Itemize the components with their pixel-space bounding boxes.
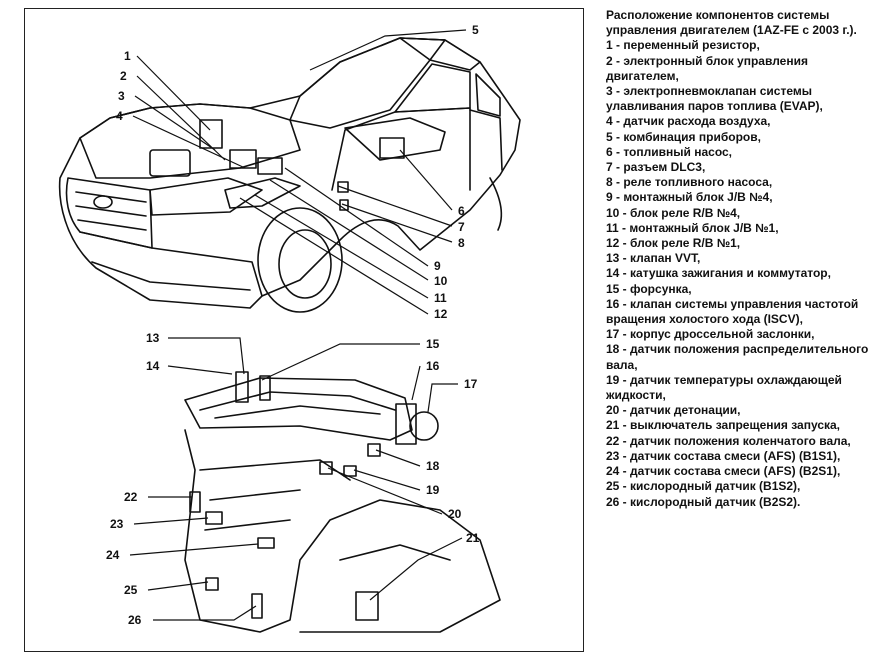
callout-12: 12 bbox=[434, 307, 448, 321]
legend-item-7: 7 - разъем DLC3, bbox=[606, 160, 706, 175]
diagram-frame bbox=[24, 8, 584, 652]
legend-item-1: 1 - переменный резистор, bbox=[606, 38, 760, 53]
legend-item-21: 21 - выключатель запрещения запуска, bbox=[606, 418, 841, 433]
legend-item-22: 22 - датчик положения коленчатого вала, bbox=[606, 433, 851, 448]
car-illustration bbox=[58, 37, 521, 313]
callout-22: 22 bbox=[124, 490, 138, 504]
callout-9: 9 bbox=[434, 259, 441, 273]
callout-13: 13 bbox=[146, 331, 160, 345]
legend-item-18: 18 - датчик положения распределительного… bbox=[606, 342, 869, 372]
callout-14: 14 bbox=[146, 359, 160, 373]
legend-item-26: 26 - кислородный датчик (B2S2). bbox=[606, 494, 801, 509]
callout-15: 15 bbox=[426, 337, 440, 351]
legend-item-13: 13 - клапан VVT, bbox=[606, 251, 701, 266]
legend-item-5: 5 - комбинация приборов, bbox=[606, 129, 761, 144]
callout-21: 21 bbox=[466, 531, 480, 545]
callout-24: 24 bbox=[106, 548, 120, 562]
callout-26: 26 bbox=[128, 613, 142, 627]
legend-item-16: 16 - клапан системы управления частотой … bbox=[606, 296, 859, 327]
callout-18: 18 bbox=[426, 459, 440, 473]
engine-illustration bbox=[184, 371, 501, 633]
legend-item-25: 25 - кислородный датчик (B1S2), bbox=[606, 479, 801, 494]
callout-8: 8 bbox=[458, 236, 465, 250]
callout-25: 25 bbox=[124, 583, 138, 597]
legend-item-6: 6 - топливный насос, bbox=[606, 144, 732, 159]
legend-item-15: 15 - форсунка, bbox=[606, 281, 692, 296]
legend-item-9: 9 - монтажный блок J/B №4, bbox=[606, 190, 773, 205]
legend-item-19: 19 - датчик температуры охлаждающей жидк… bbox=[606, 372, 842, 403]
legend-item-11: 11 - монтажный блок J/B №1, bbox=[606, 220, 779, 235]
legend-item-3: 3 - электропневмоклапан системы улавлива… bbox=[606, 84, 823, 114]
callout-7: 7 bbox=[458, 220, 465, 234]
callout-5: 5 bbox=[472, 23, 479, 37]
callout-3: 3 bbox=[118, 89, 125, 103]
callout-numbers: 1 2 3 4 5 6 7 8 9 10 11 12 13 14 15 16 1… bbox=[106, 23, 480, 627]
legend-item-17: 17 - корпус дроссельной заслонки, bbox=[606, 327, 815, 342]
caption-title: Расположение компонентов системы управле… bbox=[606, 8, 857, 38]
callout-16: 16 bbox=[426, 359, 440, 373]
callout-23: 23 bbox=[110, 517, 124, 531]
callout-11: 11 bbox=[434, 291, 447, 305]
callout-1: 1 bbox=[124, 49, 131, 63]
callout-2: 2 bbox=[120, 69, 127, 83]
callout-4: 4 bbox=[116, 109, 123, 123]
callout-17: 17 bbox=[464, 377, 478, 391]
legend-item-20: 20 - датчик детонации, bbox=[606, 403, 741, 418]
callout-6: 6 bbox=[458, 204, 465, 218]
legend-item-24: 24 - датчик состава смеси (AFS) (B2S1), bbox=[606, 464, 841, 479]
legend-item-2: 2 - электронный блок управления двигател… bbox=[606, 53, 808, 83]
legend-item-10: 10 - блок реле R/B №4, bbox=[606, 205, 741, 220]
legend-item-23: 23 - датчик состава смеси (AFS) (B1S1), bbox=[606, 448, 841, 463]
legend-item-8: 8 - реле топливного насоса, bbox=[606, 175, 773, 190]
legend-item-14: 14 - катушка зажигания и коммутатор, bbox=[606, 266, 831, 281]
legend-item-12: 12 - блок реле R/B №1, bbox=[606, 236, 741, 251]
callout-19: 19 bbox=[426, 483, 440, 497]
callout-20: 20 bbox=[448, 507, 462, 521]
legend-list: 1 - переменный резистор, 2 - электронный… bbox=[606, 38, 874, 509]
leader-lines bbox=[129, 29, 467, 621]
callout-10: 10 bbox=[434, 274, 448, 288]
legend-item-4: 4 - датчик расхода воздуха, bbox=[606, 114, 771, 129]
engine-diagram: 1 2 3 4 5 6 7 8 9 10 11 12 13 14 15 16 1… bbox=[58, 23, 521, 633]
caption-block: Расположение компонентов системы управле… bbox=[606, 8, 874, 510]
